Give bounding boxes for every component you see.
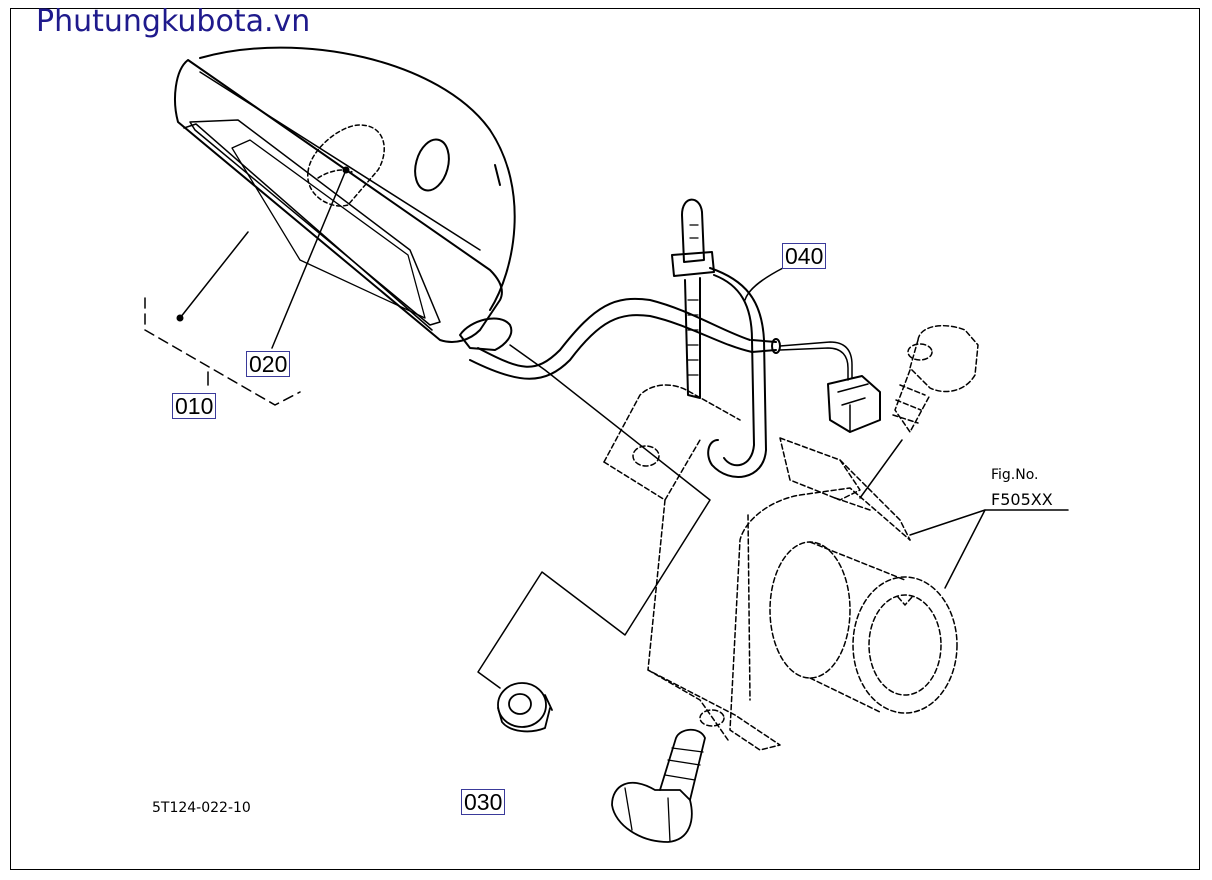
cable-tie — [671, 198, 767, 478]
upper-bolt — [892, 324, 979, 433]
watermark-text: Phutungkubota.vn — [36, 4, 311, 39]
callout-020[interactable]: 020 — [246, 351, 291, 377]
figure-ref-number[interactable]: F505XX — [991, 490, 1053, 509]
leader-lines — [144, 169, 1069, 689]
leader-dot — [342, 166, 350, 174]
callout-040[interactable]: 040 — [782, 243, 827, 269]
callout-030[interactable]: 030 — [461, 789, 506, 815]
bracket — [603, 384, 911, 751]
headlight-assembly — [174, 46, 516, 351]
bushing-cylinder — [769, 541, 958, 714]
connector — [827, 375, 881, 433]
grommet — [497, 682, 553, 733]
lower-bolt — [611, 728, 706, 843]
drawing-number: 5T124-022-10 — [152, 800, 251, 816]
wire-harness — [469, 297, 853, 381]
figure-ref-label: Fig.No. — [991, 467, 1039, 483]
callout-010[interactable]: 010 — [172, 393, 217, 419]
leader-dot — [176, 314, 184, 322]
drawing-frame — [10, 8, 1200, 870]
